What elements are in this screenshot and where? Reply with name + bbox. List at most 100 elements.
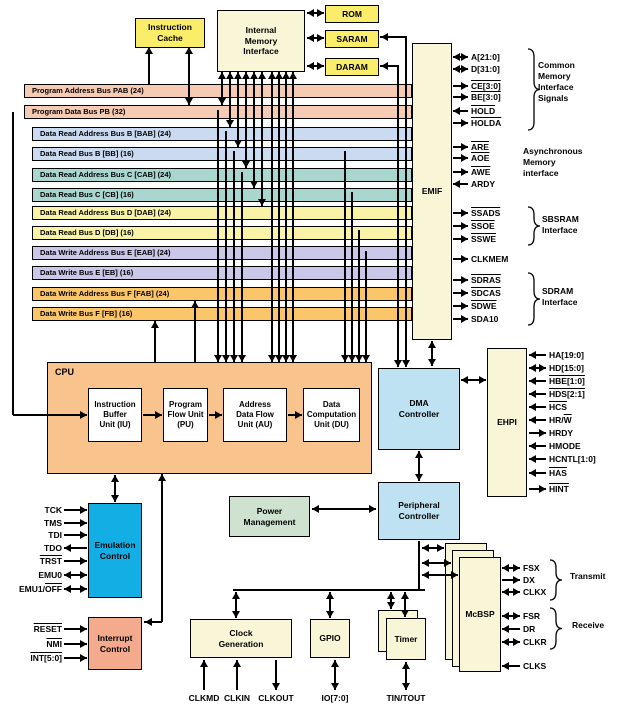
signal-hbe-1-0: HBE[1:0]: [549, 376, 585, 386]
connector-line: [529, 432, 546, 434]
bus-label: Program Data Bus PB (32): [32, 107, 126, 116]
arrowhead: [268, 355, 276, 362]
bus-label: Data Read Bus D [DB] (16): [40, 228, 134, 237]
arrowhead: [401, 610, 409, 617]
bus-data-read-bus-d-db-16: Data Read Bus D [DB] (16): [32, 226, 412, 240]
arrowhead: [529, 455, 536, 463]
signal-clkmem: CLKMEM: [471, 254, 509, 264]
ehpi-label: EHPI: [497, 417, 517, 428]
connector-line: [64, 509, 87, 511]
signal-group-title: Receive: [572, 620, 605, 630]
connector-line: [64, 574, 87, 576]
arrowhead: [214, 355, 222, 362]
arrowhead: [428, 341, 436, 348]
arrowhead: [155, 411, 162, 419]
connector-line: [453, 157, 468, 159]
arrowhead: [326, 611, 334, 618]
connector-line: [404, 592, 406, 617]
arrowhead: [218, 72, 226, 79]
arrowhead: [422, 571, 429, 579]
arrowhead: [529, 377, 536, 385]
signal-clkr: CLKR: [523, 637, 547, 647]
arrowhead: [80, 640, 87, 648]
instruction-buffer-unit-block: Instruction Buffer Unit (IU): [88, 388, 142, 442]
bus-label: Data Write Bus F [FB] (16): [40, 309, 133, 318]
connector-line: [453, 238, 468, 240]
signal-tdo: TDO: [44, 543, 62, 553]
arrowhead: [402, 360, 410, 367]
connector-line: [453, 212, 468, 214]
connector-line: [285, 72, 287, 362]
bus-label: Data Write Bus E [EB] (16): [40, 268, 134, 277]
signal-ardy: ARDY: [471, 179, 496, 189]
connector-line: [241, 172, 243, 362]
arrowhead: [479, 376, 486, 384]
arrowhead: [258, 72, 266, 79]
signal-clkx: CLKX: [523, 587, 547, 597]
arrowhead: [529, 351, 536, 359]
arrowhead: [461, 82, 468, 90]
arrowhead: [461, 315, 468, 323]
arrowhead: [226, 120, 234, 127]
gpio-label: GPIO: [319, 633, 341, 644]
signal-are: ARE: [471, 142, 489, 152]
connector-line: [405, 662, 407, 690]
arrowhead: [331, 660, 339, 667]
arrowhead: [529, 364, 536, 372]
brace: [527, 206, 543, 246]
address-data-flow-unit-block: Address Data Flow Unit (AU): [223, 388, 287, 442]
connector-line: [502, 591, 520, 593]
gpio-block: GPIO: [310, 619, 350, 658]
bus-data-write-bus-f-fb-16: Data Write Bus F [FB] (16): [32, 307, 412, 321]
arrowhead: [461, 53, 468, 61]
connector-line: [114, 475, 116, 502]
connector-line: [64, 522, 87, 524]
signal-d-31-0: D[31:0]: [471, 64, 500, 74]
pu-label: Program Flow Unit (PU): [167, 400, 204, 429]
connector-line: [529, 445, 546, 447]
connector-line: [380, 36, 407, 38]
arrowhead: [387, 592, 395, 599]
connector-line: [365, 251, 367, 362]
arrowhead: [185, 47, 193, 54]
arrowhead: [317, 34, 324, 42]
connector-line: [307, 37, 324, 39]
connector-line: [453, 258, 468, 260]
arrowhead: [64, 585, 71, 593]
signal-group-title: Common Memory Interface Signals: [538, 60, 575, 103]
arrowhead: [461, 376, 468, 384]
arrowhead: [234, 72, 242, 79]
bus-data-read-address-bus-d-dab-24: Data Read Address Bus D [DAB] (24): [32, 206, 412, 220]
pin-clkout: CLKOUT: [258, 693, 294, 703]
arrowhead: [539, 429, 546, 437]
signal-emu1-off: EMU1/OFF: [19, 584, 62, 594]
arrowhead: [191, 301, 199, 308]
connector-line: [453, 292, 468, 294]
arrowhead: [539, 485, 546, 493]
arrowhead: [402, 683, 410, 690]
arrowhead: [461, 255, 468, 263]
connector-line: [461, 379, 486, 381]
arrowhead: [233, 660, 241, 667]
signal-hold: HOLD: [471, 106, 496, 116]
connector-line: [64, 560, 87, 562]
arrowhead: [402, 662, 410, 669]
arrowhead: [502, 564, 509, 572]
signal-trst: TRST: [39, 556, 62, 566]
daram-label: DARAM: [336, 61, 368, 72]
signal-tms: TMS: [44, 518, 62, 528]
pin-tin-tout: TIN/TOUT: [386, 693, 426, 703]
signal-hmode: HMODE: [549, 441, 581, 451]
arrowhead: [362, 355, 370, 362]
signal-be-3-0: BE[3:0]: [471, 92, 501, 102]
arrowhead: [289, 72, 297, 79]
arrowhead: [461, 154, 468, 162]
signal-clks: CLKS: [523, 661, 547, 671]
arrowhead: [461, 209, 468, 217]
connector-line: [422, 574, 458, 576]
connector-line: [358, 230, 360, 362]
connector-line: [217, 110, 219, 362]
arrowhead: [461, 276, 468, 284]
signal-aoe: AOE: [471, 153, 490, 163]
